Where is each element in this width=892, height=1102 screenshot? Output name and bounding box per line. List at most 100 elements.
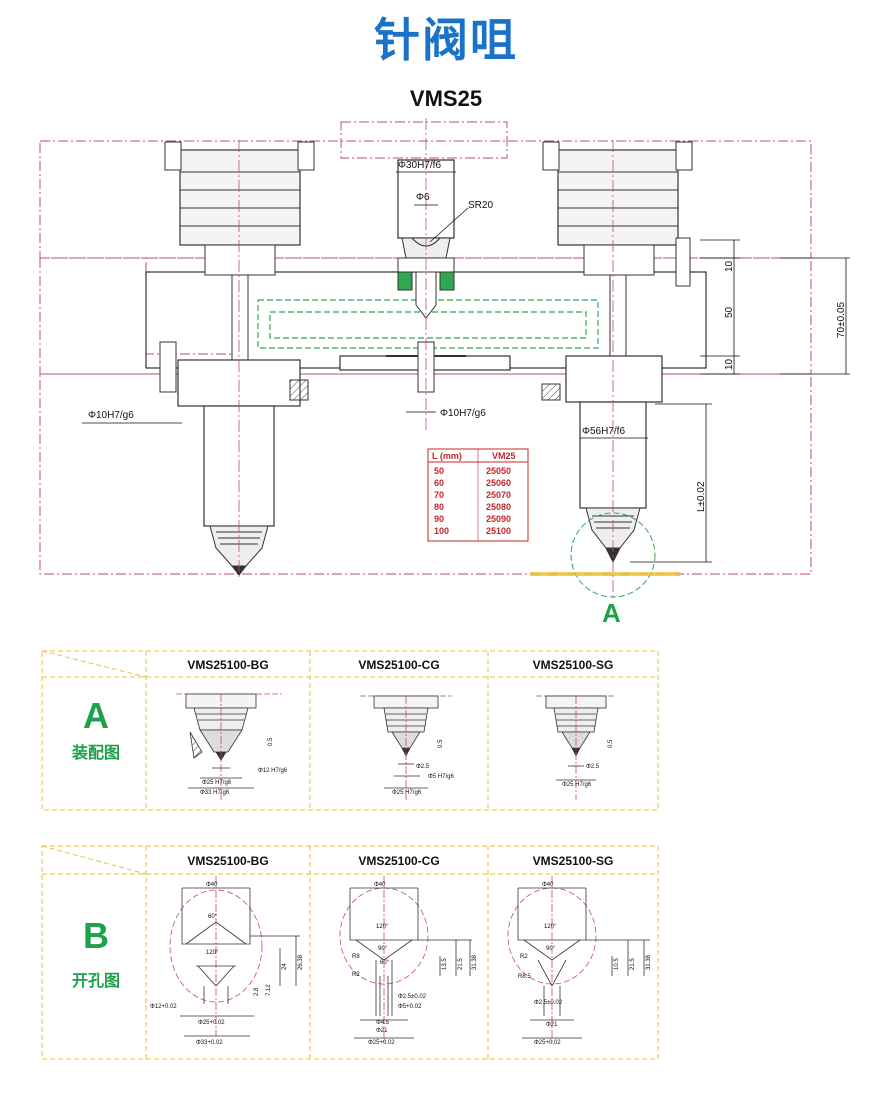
b-cg-dim-8: Φ4.5 [376, 1020, 390, 1026]
section-a-col-sg: VMS25100-SG [533, 658, 614, 672]
page-title: 针阀咀 [374, 13, 518, 67]
section-b-col-sg: VMS25100-SG [533, 854, 614, 868]
b-sg-dim-3: R2 [520, 954, 528, 960]
right-valve-unit [530, 141, 693, 598]
b-bg-dim-5: Φ33+0.02 [196, 1040, 223, 1046]
table-cell-length: 90 [434, 514, 444, 524]
section-b-label: 开孔图 [72, 971, 120, 990]
b-sg-dim-10: 31.38 [646, 954, 652, 970]
b-sg-dim-2: 90° [546, 946, 556, 952]
b-cg-dim-12: 21.5 [458, 958, 464, 970]
dim-d30: Φ30H7/f6 [398, 160, 441, 171]
a-sg-dim-0: 0.5 [608, 739, 614, 748]
table-cell-code: 25100 [486, 526, 511, 536]
b-bg-dim-2: 120° [206, 950, 219, 956]
detail-marker-a: A [602, 598, 621, 628]
section-b-cutout: VMS25100-BG VMS25100-CG VMS25100-SG B 开孔… [41, 845, 659, 1060]
table-cell-length: 50 [434, 466, 444, 476]
b-bg-dim-8: 2.8 [254, 987, 260, 996]
section-a-letter: A [83, 695, 109, 736]
b-sg-dim-9: 21.5 [630, 958, 636, 970]
table-cell-code: 25080 [486, 502, 511, 512]
a-cg-dim-1: Φ2.5 [416, 764, 430, 770]
length-table: L (mm) VM25 50 25050 60 25060 70 25070 80 25080… [427, 448, 529, 542]
table-cell-length: 60 [434, 478, 444, 488]
b-cg-dim-13: 31.38 [472, 954, 478, 970]
a-sg-dim-1: Φ2.5 [586, 764, 600, 770]
dim-h50: 50 [724, 306, 735, 318]
a-bg-dim-0: 0.5 [268, 737, 274, 746]
table-cell-length: 80 [434, 502, 444, 512]
b-sg-dim-1: 120° [544, 924, 557, 930]
b-sg-dim-0: Φ40 [542, 882, 554, 888]
b-cg-dim-10: Φ25+0.02 [368, 1040, 395, 1046]
centerlines [238, 118, 614, 600]
dim-d10-center: Φ10H7/g6 [440, 408, 486, 419]
left-valve-unit [159, 141, 315, 576]
b-cg-dim-6: Φ2.5±0.02 [398, 994, 427, 1000]
dim-sr20: SR20 [468, 200, 493, 211]
section-a-col-cg: VMS25100-CG [358, 658, 439, 672]
main-assembly-drawing: Φ30H7/f6 Φ6 SR20 Φ10H7/g6 Φ10H7/g6 Φ56H7… [39, 118, 850, 628]
section-b-cg-detail [339, 876, 472, 1042]
model-title: VMS25 [409, 86, 483, 111]
table-header-vm25: VM25 [492, 451, 516, 461]
a-sg-dim-2: Φ25 H7/g6 [562, 782, 592, 788]
section-b-col-cg: VMS25100-CG [358, 854, 439, 868]
b-bg-dim-7: 26.38 [298, 954, 304, 970]
table-header-l: L (mm) [432, 451, 462, 461]
section-b-sg-detail [507, 876, 650, 1042]
dim-h10-bottom: 10 [724, 358, 735, 370]
b-bg-dim-0: Φ40 [206, 882, 218, 888]
table-cell-code: 25050 [486, 466, 511, 476]
dim-d10-left: Φ10H7/g6 [88, 410, 134, 421]
section-a-col-bg: VMS25100-BG [187, 658, 268, 672]
dim-l-tol: L±0.02 [696, 481, 707, 512]
dim-h10-top: 10 [724, 260, 735, 272]
b-bg-dim-9: 7.12 [266, 984, 272, 996]
table-cell-length: 100 [434, 526, 449, 536]
b-cg-dim-7: Φ5+0.02 [398, 1004, 422, 1010]
b-sg-dim-5: Φ2.5±0.02 [534, 1000, 563, 1006]
b-bg-dim-1: 60° [208, 914, 218, 920]
dimension-lines [82, 171, 850, 563]
b-sg-dim-4: R8.5 [518, 974, 531, 980]
a-bg-dim-1: Φ12 H7/g6 [258, 768, 288, 774]
a-cg-dim-0: 0.5 [438, 739, 444, 748]
b-bg-dim-4: Φ25+0.02 [198, 1020, 225, 1026]
b-cg-dim-9: Φ21 [376, 1028, 388, 1034]
b-cg-dim-5: R2 [352, 972, 360, 978]
section-a-label: 装配图 [71, 743, 120, 762]
section-b-frame [41, 845, 659, 1060]
section-a-assembly: VMS25100-BG VMS25100-CG VMS25100-SG A 装配… [41, 650, 659, 811]
b-cg-dim-1: 120° [376, 924, 389, 930]
dim-h70: 70±0.05 [836, 301, 847, 338]
dim-d56: Φ56H7/f6 [582, 426, 625, 437]
section-b-letter: B [83, 915, 109, 956]
b-cg-dim-11: 13.5 [442, 958, 448, 970]
table-cell-length: 70 [434, 490, 444, 500]
a-bg-dim-3: Φ33 H7/g6 [200, 790, 230, 796]
b-cg-dim-2: 90° [378, 946, 388, 952]
b-cg-dim-0: Φ40 [374, 882, 386, 888]
a-cg-dim-2: Φ5 H7/g6 [428, 774, 454, 780]
section-a-sg-detail [536, 695, 616, 800]
table-cell-code: 25060 [486, 478, 511, 488]
section-a-bg-detail [176, 693, 282, 800]
a-bg-dim-2: Φ25 H7/g6 [202, 780, 232, 786]
b-bg-dim-3: Φ12+0.02 [150, 1004, 177, 1010]
dim-d6: Φ6 [416, 192, 430, 203]
a-cg-dim-3: Φ25 H7/g6 [392, 790, 422, 796]
b-sg-dim-8: 10.5 [614, 958, 620, 970]
table-cell-code: 25070 [486, 490, 511, 500]
b-bg-dim-6: 24 [282, 963, 288, 970]
b-sg-dim-6: Φ21 [546, 1022, 558, 1028]
section-b-bg-detail [169, 876, 300, 1037]
section-b-col-bg: VMS25100-BG [187, 854, 268, 868]
table-cell-code: 25090 [486, 514, 511, 524]
b-sg-dim-7: Φ25+0.02 [534, 1040, 561, 1046]
section-a-frame [41, 650, 659, 811]
section-a-cg-detail [360, 695, 452, 800]
b-cg-dim-3: 60° [380, 960, 390, 966]
b-cg-dim-4: R8 [352, 954, 360, 960]
